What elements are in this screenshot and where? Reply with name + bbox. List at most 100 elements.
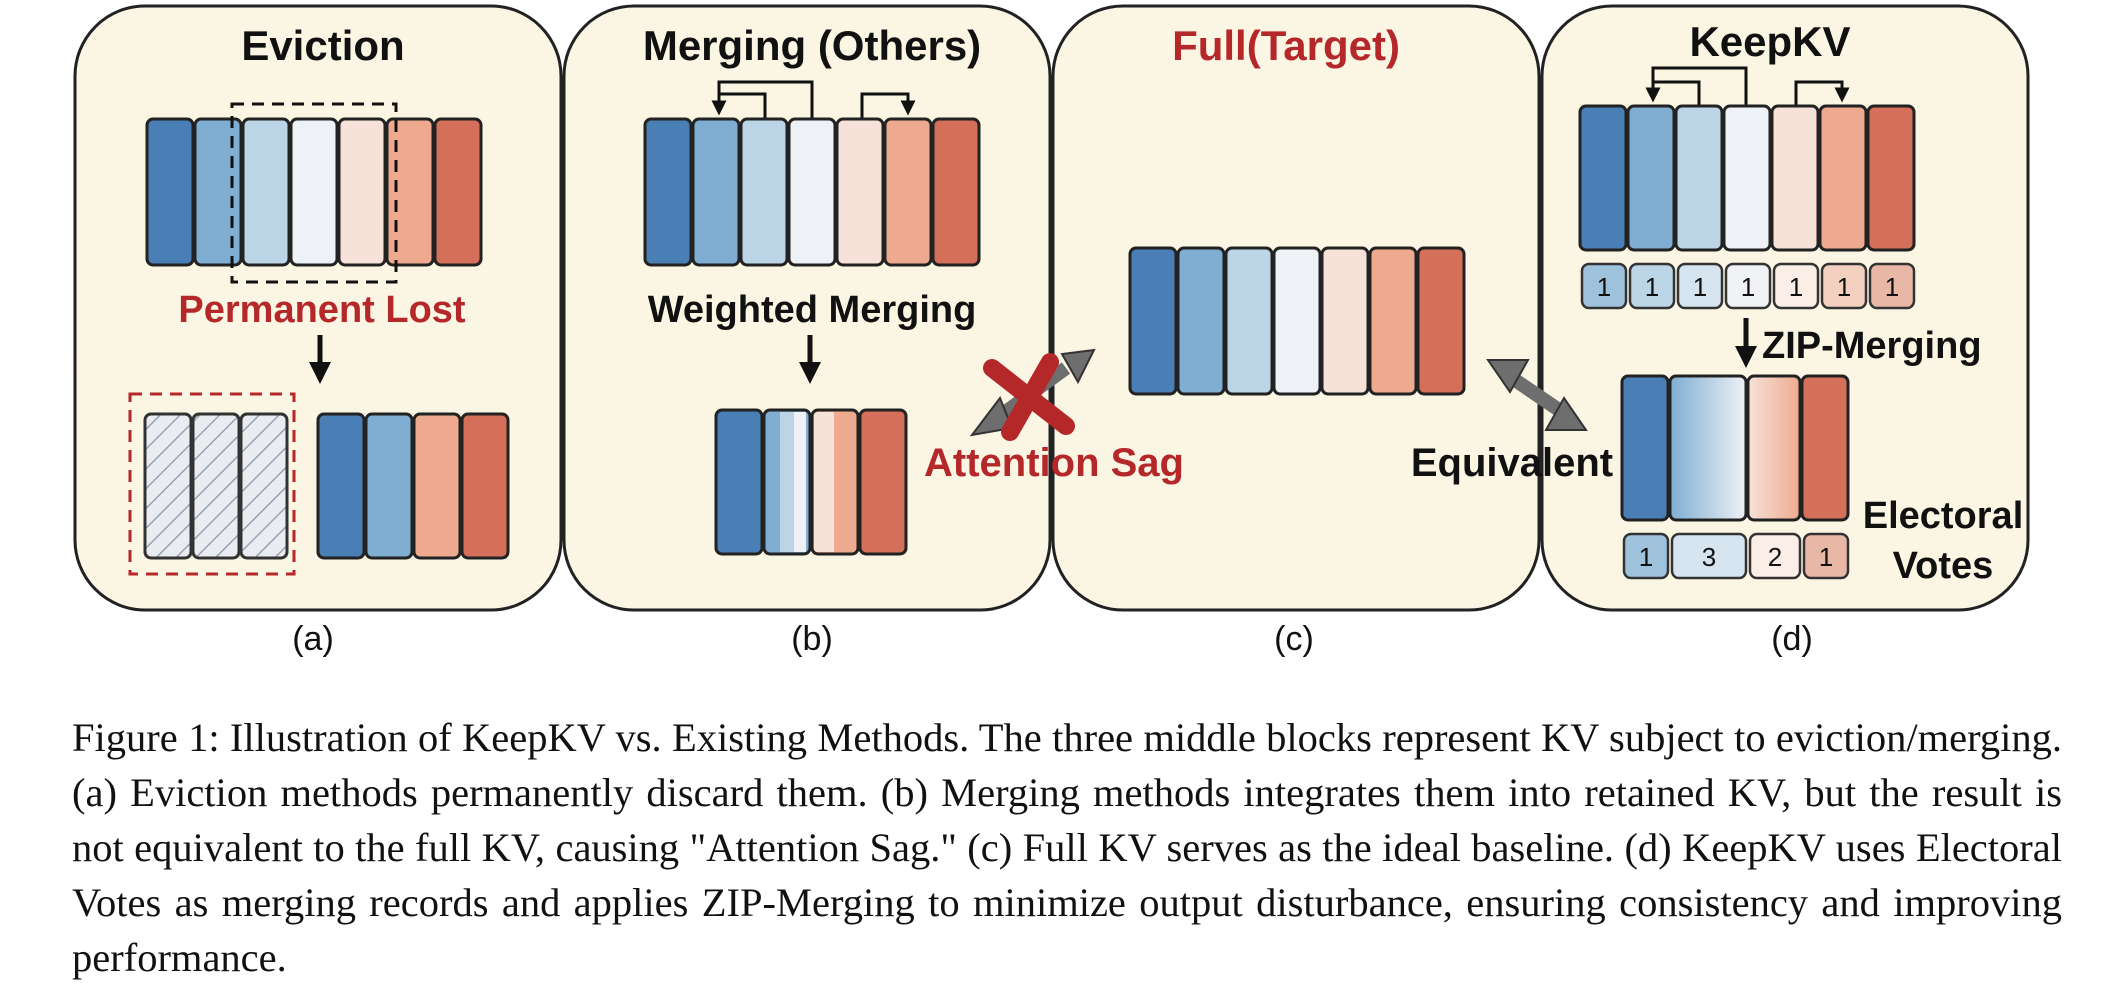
kv-block: [643, 117, 693, 267]
evicted-kv-block: [239, 412, 289, 560]
down-arrow-icon: [799, 335, 821, 384]
panel-b-label: (b): [791, 620, 833, 658]
kv-block: [433, 117, 483, 267]
kv-block: [385, 117, 435, 267]
kv-block: [931, 117, 981, 267]
panel-d-votes-label-line1: Electoral: [1863, 495, 2024, 537]
eviction-selection-box: [230, 102, 398, 284]
attention-sag-label: Attention Sag: [924, 441, 1184, 485]
vote-badge: [1802, 532, 1850, 580]
panel-a-kv-row: [145, 117, 483, 267]
attention-sag-connector: Attention Sag: [924, 348, 1184, 485]
evicted-box: [128, 392, 296, 576]
kv-block: [241, 117, 291, 267]
kv-block: [1320, 246, 1370, 396]
evicted-kv-row: [143, 412, 289, 560]
kv-block: [1578, 104, 1628, 252]
panel-b-annotation: Weighted Merging: [648, 289, 977, 331]
panel-b-title: Merging (Others): [643, 22, 981, 69]
kv-block: [714, 408, 764, 556]
vote-badge-value: 1: [1741, 272, 1755, 302]
evicted-kv-block: [191, 412, 241, 560]
kv-block: [1722, 104, 1772, 252]
panel-c-kv-row: [1128, 246, 1466, 396]
keepkv-figure: Eviction Permanent Lost (a): [73, 4, 2030, 658]
panel-a-title: Eviction: [241, 22, 404, 69]
down-arrow-icon: [309, 335, 331, 384]
vote-badge-value: 3: [1702, 542, 1716, 572]
kv-block: [145, 117, 195, 267]
panel-d-label: (d): [1771, 620, 1813, 658]
vote-badge: [1820, 262, 1868, 310]
down-arrow-icon: [1735, 318, 1757, 368]
merged-votes-row: 1 3 2 1: [1622, 532, 1850, 580]
panel-d-kv-row: [1578, 104, 1916, 252]
panel-d: KeepKV 1 1 1 1 1 1: [1578, 18, 2024, 658]
kv-block: [289, 117, 339, 267]
retained-kv-row: [316, 412, 510, 560]
kv-block: [858, 408, 908, 556]
evicted-kv-block: [143, 412, 193, 560]
kv-block: [337, 117, 387, 267]
figure-caption: Figure 1: Illustration of KeepKV vs. Exi…: [72, 715, 2062, 980]
vote-badge: [1748, 532, 1802, 580]
weighted-merged-kv-row: [714, 408, 908, 556]
kv-block: [1368, 246, 1418, 396]
vote-badge-value: 1: [1645, 272, 1659, 302]
vote-badge-value: 1: [1819, 542, 1833, 572]
merged-kv-block-blue: [1668, 374, 1748, 522]
vote-badge: [1580, 262, 1628, 310]
kv-block: [739, 117, 789, 267]
panel-a-label: (a): [292, 620, 334, 658]
vote-badge: [1868, 262, 1916, 310]
kv-block: [691, 117, 741, 267]
kv-block: [1674, 104, 1724, 252]
kv-block: [460, 412, 510, 560]
merge-pointer-arrows: [711, 80, 916, 119]
vote-badge: [1622, 532, 1670, 580]
zip-merged-kv-row: [1620, 374, 1850, 522]
initial-votes-row: 1 1 1 1 1 1 1: [1580, 262, 1916, 310]
panel-b-kv-row: [643, 117, 981, 267]
kv-block: [193, 117, 243, 267]
equivalent-connector: Equivalent: [1411, 359, 1613, 485]
double-arrow-icon: [1486, 359, 1588, 431]
kv-block: [883, 117, 933, 267]
vote-badge: [1676, 262, 1724, 310]
kv-block: [1866, 104, 1916, 252]
equivalent-label: Equivalent: [1411, 441, 1613, 485]
kv-block: [1272, 246, 1322, 396]
kv-block: [1176, 246, 1226, 396]
panel-c-title: Full(Target): [1172, 22, 1400, 69]
kv-block: [1128, 246, 1178, 396]
kv-block: [1800, 374, 1850, 522]
kv-block: [1416, 246, 1466, 396]
vote-badge-value: 2: [1768, 542, 1782, 572]
panel-a: Eviction Permanent Lost (a): [128, 22, 510, 658]
cross-icon: [983, 353, 1075, 441]
vote-badge-value: 1: [1597, 272, 1611, 302]
vote-badge: [1772, 262, 1820, 310]
vote-badge-value: 1: [1789, 272, 1803, 302]
kv-block: [1770, 104, 1820, 252]
vote-badge: [1628, 262, 1676, 310]
panel-c-label: (c): [1274, 620, 1314, 658]
kv-block: [1626, 104, 1676, 252]
kv-block: [835, 117, 885, 267]
vote-badge-value: 1: [1885, 272, 1899, 302]
kv-block: [412, 412, 462, 560]
kv-block: [316, 412, 366, 560]
kv-block: [1224, 246, 1274, 396]
vote-badge: [1724, 262, 1772, 310]
panel-d-votes-label-line2: Votes: [1893, 545, 1994, 587]
panel-c: Full(Target) (c): [1128, 22, 1466, 658]
panel-b: Merging (Others) Weighted Merging: [643, 22, 981, 658]
vote-badge: [1670, 532, 1748, 580]
merged-kv-block-red: [810, 408, 860, 556]
kv-block: [787, 117, 837, 267]
panel-d-merge-label: ZIP-Merging: [1762, 325, 1982, 367]
vote-badge-value: 1: [1639, 542, 1653, 572]
panel-d-title: KeepKV: [1689, 18, 1850, 65]
merged-kv-block-red: [1746, 374, 1802, 522]
kv-block: [1818, 104, 1868, 252]
